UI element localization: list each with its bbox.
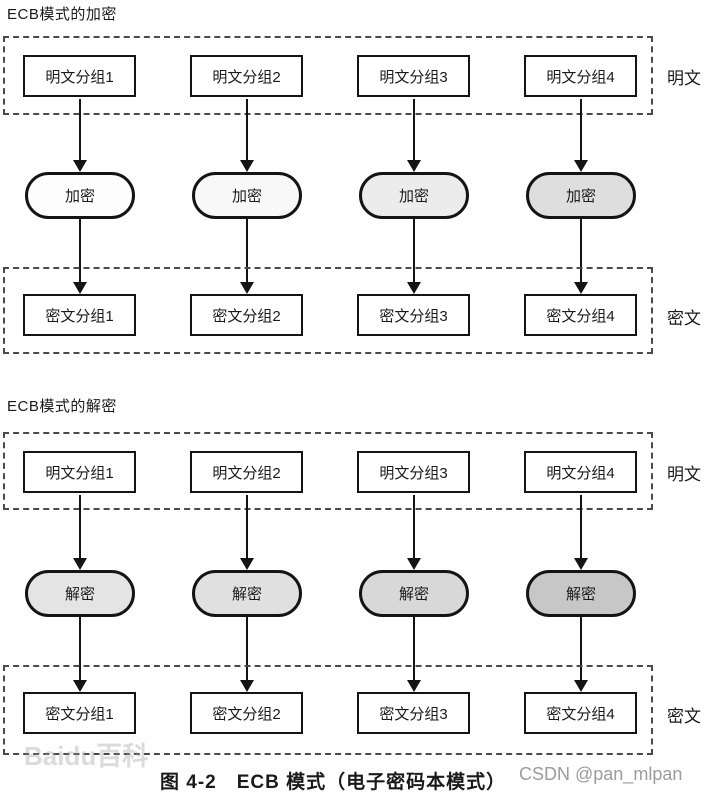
decryption-section-title: ECB模式的解密 [7, 398, 117, 415]
down-arrow [407, 219, 421, 294]
down-arrow [240, 617, 254, 692]
ciphertext-block: 密文分组2 [190, 692, 303, 734]
plaintext-block: 明文分组2 [190, 451, 303, 493]
ciphertext-group-label: 密文 [667, 707, 701, 726]
decrypt-pill: 解密 [192, 570, 302, 617]
baidu-watermark: Baidu百科 [24, 741, 149, 771]
plaintext-block: 明文分组4 [524, 55, 637, 97]
ciphertext-block: 密文分组1 [23, 294, 136, 336]
down-arrow [240, 219, 254, 294]
down-arrow [73, 617, 87, 692]
down-arrow [407, 99, 421, 172]
encryption-section-title: ECB模式的加密 [7, 6, 117, 23]
ciphertext-block: 密文分组3 [357, 294, 470, 336]
figure-caption: 图 4-2 ECB 模式（电子密码本模式） [160, 772, 507, 793]
plaintext-group-frame [3, 432, 653, 510]
plaintext-block: 明文分组4 [524, 451, 637, 493]
encrypt-pill: 加密 [25, 172, 135, 219]
ciphertext-group-frame [3, 665, 653, 755]
encrypt-pill: 加密 [526, 172, 636, 219]
decrypt-pill: 解密 [25, 570, 135, 617]
ciphertext-block: 密文分组3 [357, 692, 470, 734]
down-arrow [574, 495, 588, 570]
plaintext-block: 明文分组2 [190, 55, 303, 97]
down-arrow [574, 99, 588, 172]
down-arrow [574, 617, 588, 692]
plaintext-group-frame [3, 36, 653, 115]
down-arrow [73, 219, 87, 294]
down-arrow [240, 99, 254, 172]
ciphertext-block: 密文分组2 [190, 294, 303, 336]
ciphertext-group-frame [3, 267, 653, 354]
encrypt-pill: 加密 [192, 172, 302, 219]
down-arrow [574, 219, 588, 294]
ciphertext-block: 密文分组1 [23, 692, 136, 734]
plaintext-group-label: 明文 [667, 69, 701, 88]
ciphertext-block: 密文分组4 [524, 692, 637, 734]
ciphertext-group-label: 密文 [667, 309, 701, 328]
encrypt-pill: 加密 [359, 172, 469, 219]
plaintext-block: 明文分组3 [357, 451, 470, 493]
plaintext-block: 明文分组1 [23, 451, 136, 493]
decrypt-pill: 解密 [359, 570, 469, 617]
down-arrow [407, 495, 421, 570]
ciphertext-block: 密文分组4 [524, 294, 637, 336]
csdn-watermark: CSDN @pan_mlpan [519, 764, 683, 784]
down-arrow [240, 495, 254, 570]
plaintext-group-label: 明文 [667, 465, 701, 484]
down-arrow [73, 99, 87, 172]
decrypt-pill: 解密 [526, 570, 636, 617]
down-arrow [73, 495, 87, 570]
plaintext-block: 明文分组3 [357, 55, 470, 97]
plaintext-block: 明文分组1 [23, 55, 136, 97]
down-arrow [407, 617, 421, 692]
